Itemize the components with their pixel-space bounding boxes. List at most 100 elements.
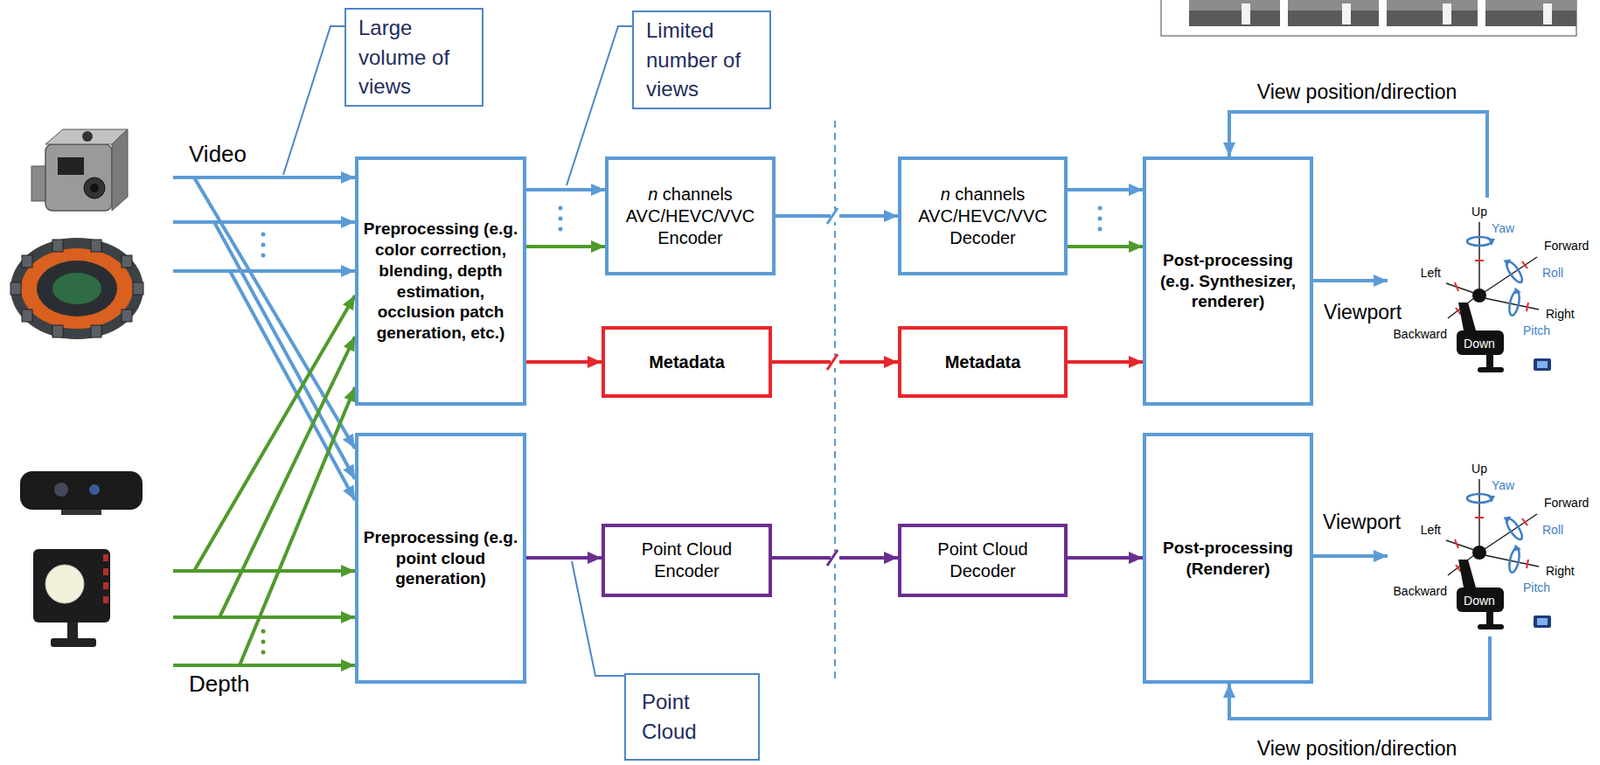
viewport-arrow: [1313, 278, 1388, 283]
viewport-arrow: [1313, 554, 1388, 558]
video-input-arrow: [173, 220, 355, 224]
rotation-label: Roll: [1542, 522, 1564, 538]
callout-box: Large volume of views: [344, 7, 484, 107]
depth-thumbnail: [1442, 3, 1452, 25]
rotation-label: Yaw: [1491, 478, 1515, 494]
camera-rig-icon: [57, 157, 84, 175]
camera-lens: [54, 482, 69, 497]
axis-label: Left: [1420, 522, 1441, 538]
viewer-figure: [1446, 222, 1552, 373]
flow-arrow: [1067, 244, 1143, 249]
depth-input-arrow: [173, 663, 355, 668]
ring-camera-module: [90, 325, 102, 338]
box-text: Point Cloud Decoder: [906, 538, 1059, 583]
depth-input-arrow: [239, 387, 355, 666]
box-text: Metadata: [648, 351, 725, 374]
break-mark: [827, 354, 838, 370]
ring-camera-module: [132, 282, 144, 295]
depth-camera-icon: [103, 596, 109, 604]
ring-camera-module: [121, 309, 133, 322]
flow-arrow: [1067, 556, 1143, 560]
depth-camera-icon: [103, 554, 109, 562]
process-box: Post-processing (e.g. Synthesizer, rende…: [1142, 156, 1314, 406]
rotation-label: Roll: [1542, 265, 1564, 281]
input-label: Depth: [188, 670, 250, 698]
codec-box: Point Cloud Encoder: [601, 523, 773, 598]
depth-camera-icon: [103, 582, 109, 590]
depth-sensor-icon: [20, 471, 143, 510]
break-mark: [827, 208, 838, 224]
flow-arrow: [1067, 187, 1143, 192]
codec-box: Point Cloud Decoder: [897, 523, 1068, 598]
ring-camera-module: [21, 255, 33, 268]
box-text: Post-processing (Renderer): [1149, 537, 1307, 580]
ellipsis-dot: [1098, 206, 1103, 211]
depth-input-arrow: [194, 295, 355, 571]
depth-thumbnail: [1342, 3, 1351, 25]
camera-lens: [45, 564, 84, 604]
metadata-box: Metadata: [897, 326, 1068, 398]
thumbnail-frame: [1161, 0, 1577, 36]
ellipsis-dot: [1098, 216, 1103, 222]
leader-line: [283, 26, 345, 175]
flow-arrow: [526, 244, 606, 249]
ring-camera-icon: [52, 272, 102, 305]
rotation-label: Pitch: [1523, 580, 1551, 596]
ring-camera-icon: [20, 248, 133, 329]
axis-label: Backward: [1393, 584, 1447, 599]
axis-label: Forward: [1544, 495, 1589, 511]
ellipsis-dot: [261, 640, 266, 645]
ellipsis-dot: [261, 650, 266, 655]
ring-camera-module: [90, 239, 102, 252]
box-text: Point Cloud: [641, 687, 743, 746]
depth-camera-icon: [33, 549, 111, 623]
ring-camera-module: [52, 239, 63, 252]
box-text: Post-processing (e.g. Synthesizer, rende…: [1149, 250, 1307, 313]
axis-label: Up: [1471, 461, 1488, 477]
video-input-arrow: [194, 177, 355, 449]
flow-arrow: [526, 360, 602, 364]
ellipsis-dot: [558, 206, 564, 211]
camera-rig-icon: [45, 144, 112, 211]
ring-camera-module: [21, 309, 33, 322]
axis-label: Right: [1545, 563, 1575, 579]
depth-thumbnail: [1386, 0, 1478, 11]
box-text: Large volume of views: [358, 13, 470, 102]
rotation-label: Yaw: [1491, 221, 1515, 237]
box-text: Point Cloud Encoder: [610, 538, 764, 583]
camera-lens: [89, 484, 100, 495]
flow-arrow: [1067, 360, 1143, 364]
box-text: Preprocessing (e.g. point cloud generati…: [361, 527, 520, 590]
box-text: Preprocessing (e.g. color correction, bl…: [361, 218, 520, 344]
axis-label: Right: [1545, 306, 1575, 322]
ellipsis-dot: [261, 232, 266, 237]
feedback-label: View position/direction: [1257, 737, 1457, 762]
ellipsis-dot: [1098, 227, 1103, 232]
ring-camera-icon: [36, 260, 118, 317]
axis-label: Left: [1420, 265, 1441, 281]
callout-box: Limited number of views: [632, 10, 772, 110]
depth-thumbnail: [1485, 0, 1577, 27]
depth-thumbnail: [1287, 0, 1379, 11]
axis-label: Up: [1471, 204, 1488, 220]
output-label: Viewport: [1323, 300, 1402, 326]
depth-input-arrow: [173, 615, 355, 620]
box-text: n channels AVC/HEVC/VVC Encoder: [613, 183, 767, 250]
axis-label: Down: [1463, 336, 1496, 352]
feedback-label: View position/direction: [1257, 80, 1457, 105]
flow-arrow: [526, 187, 606, 192]
video-input-arrow: [173, 269, 355, 273]
box-text: Limited number of views: [646, 15, 758, 105]
callout-box: Point Cloud: [624, 673, 760, 761]
depth-input-arrow: [173, 569, 355, 573]
axis-label: Forward: [1544, 238, 1589, 254]
depth-input-arrow: [219, 336, 355, 618]
input-label: Video: [188, 140, 247, 168]
depth-thumbnail: [1241, 3, 1251, 25]
codec-box: n channels AVC/HEVC/VVC Encoder: [605, 156, 776, 276]
camera-lens: [83, 177, 105, 199]
depth-thumbnail: [1189, 0, 1280, 27]
depth-camera-stand: [67, 622, 78, 640]
video-input-arrow: [173, 175, 355, 180]
